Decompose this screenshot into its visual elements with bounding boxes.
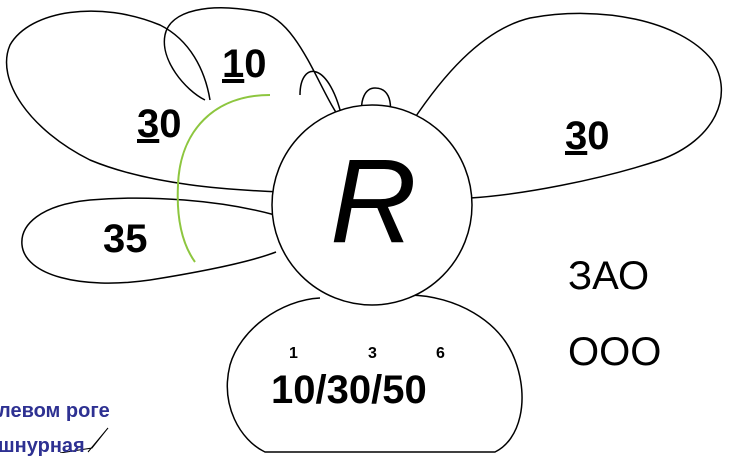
org-ooo: ООО — [568, 330, 662, 374]
superscript-1: 1 — [289, 345, 298, 362]
center-letter: R — [330, 134, 417, 268]
label-right-rest: 0 — [587, 114, 610, 158]
wing-lower-left — [21, 197, 277, 284]
label-right: 30 — [565, 114, 610, 159]
label-lower-left: 35 — [103, 217, 148, 262]
green-arc — [176, 94, 271, 263]
wing-top-small — [163, 7, 344, 123]
center-circle — [271, 104, 473, 306]
label-upper-left-rest: 0 — [159, 102, 182, 146]
label-upper-left-prefix: 3 — [137, 102, 160, 146]
label-top-small-prefix: 1 — [222, 42, 245, 86]
bottom-value: 10/30/50 — [271, 368, 427, 412]
head-bump — [360, 87, 392, 116]
superscript-3: 6 — [436, 345, 445, 362]
label-top-small-rest: 0 — [244, 42, 267, 86]
label-lower-left-value: 35 — [103, 217, 148, 261]
label-upper-left: 30 — [137, 102, 182, 147]
label-right-prefix: 3 — [565, 114, 588, 158]
wing-right — [411, 12, 723, 199]
wing-upper-left — [5, 10, 282, 193]
note-pointer — [59, 427, 109, 453]
org-zao: ЗАО — [568, 254, 650, 298]
superscript-2: 3 — [368, 345, 377, 362]
label-top-small: 10 — [222, 42, 267, 87]
note-line-2: шнурная — [0, 435, 85, 457]
body-bottom — [226, 294, 523, 453]
note-line-1: левом роге — [0, 400, 110, 422]
